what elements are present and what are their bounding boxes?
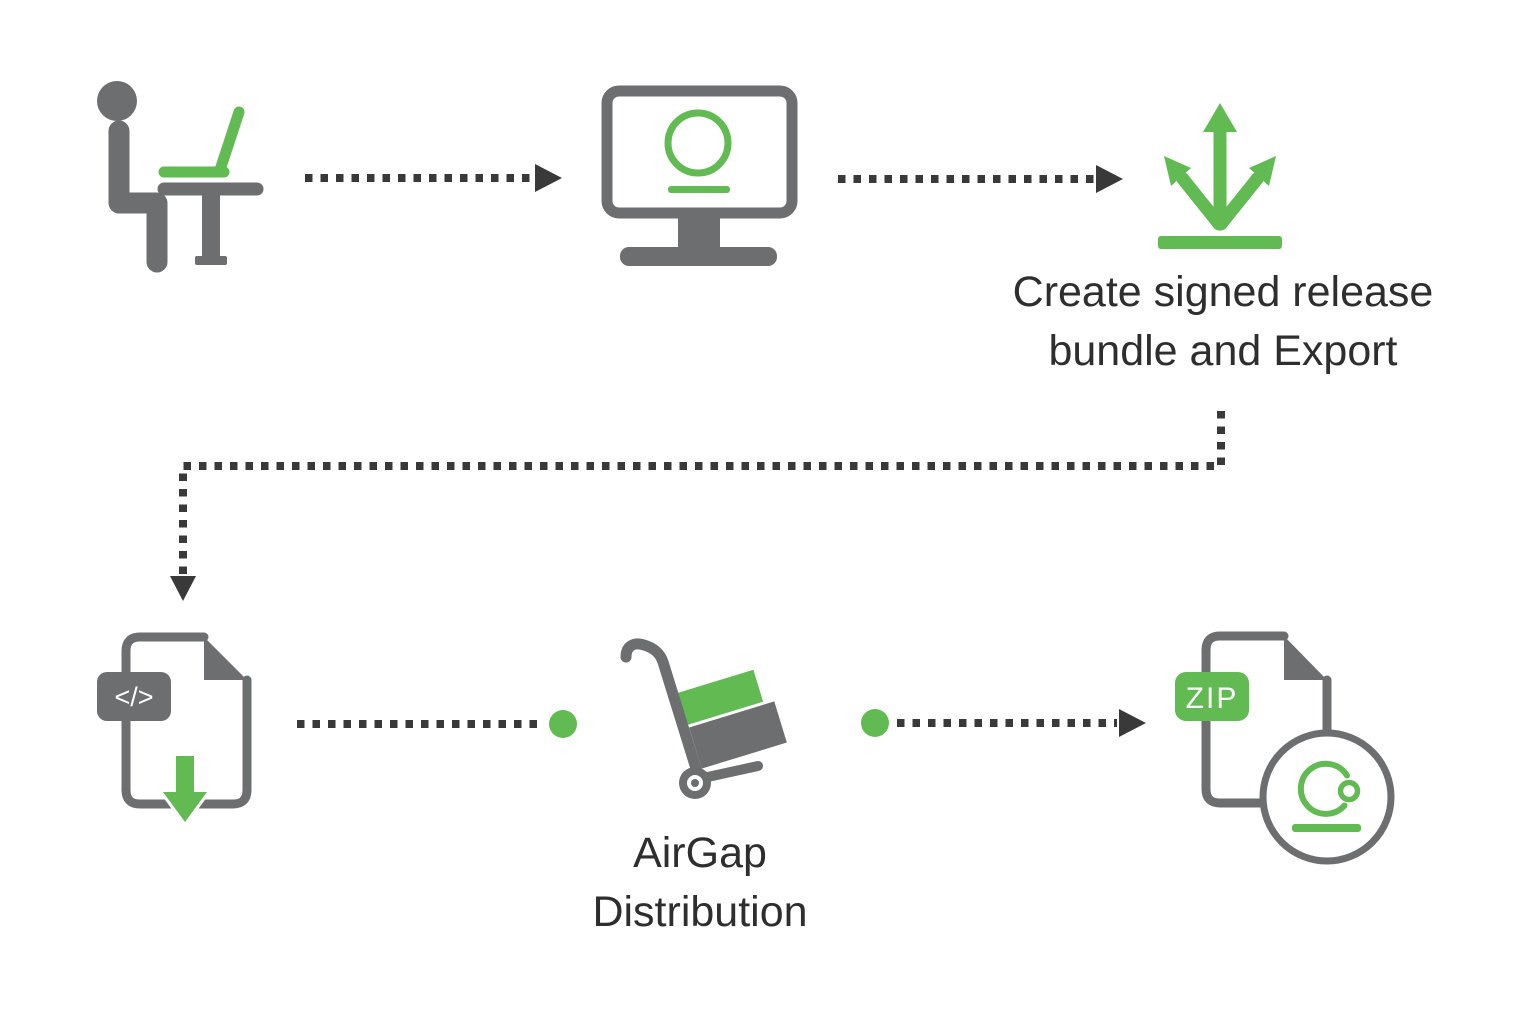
logo-circle [664, 109, 732, 177]
connector-airgap-to-zip [861, 709, 1146, 737]
zip-file-with-logo-icon: ZIP [1175, 631, 1395, 865]
arrowhead-icon [535, 164, 562, 192]
logo-underline [668, 186, 730, 193]
zip-fold-corner [1284, 636, 1327, 680]
person-head [97, 81, 137, 121]
seal-logo-underline [1292, 824, 1361, 832]
zip-badge [1175, 672, 1249, 721]
laptop-screen [214, 106, 245, 176]
connector-file-to-airgap [297, 710, 577, 738]
monitor-screen [601, 85, 798, 219]
seal-circle [1259, 729, 1395, 865]
code-file-download-icon: </> [97, 632, 252, 825]
monitor-with-logo-icon [601, 85, 798, 266]
code-badge [97, 672, 171, 721]
monitor-base [620, 247, 777, 266]
file-fold-corner [204, 637, 247, 680]
seal-logo-arc [1297, 760, 1350, 817]
connector-monitor-to-export [838, 165, 1123, 193]
desk-pedestal [202, 194, 220, 256]
seal-logo-dot [1337, 779, 1361, 803]
truck-base-plate [698, 761, 763, 783]
person-body [108, 120, 168, 273]
export-step-caption: Create signed release bundle and Export [1012, 268, 1434, 375]
export-arrows-icon [1158, 103, 1282, 249]
export-baseline [1158, 236, 1282, 249]
arrowhead-icon [1096, 165, 1123, 193]
connector-export-to-file [170, 411, 1225, 601]
monitor-stand [678, 212, 720, 250]
download-arrow-icon [160, 753, 210, 825]
arrowhead-icon [1119, 709, 1146, 737]
connector-person-to-monitor [305, 164, 562, 192]
hand-truck-icon [620, 638, 791, 799]
endpoint-dot [549, 710, 577, 738]
truck-handle [620, 638, 704, 781]
person-at-laptop-icon [97, 81, 264, 273]
startpoint-dot [861, 709, 889, 737]
arrowhead-icon [170, 576, 196, 601]
airgap-step-caption: AirGap Distribution [592, 829, 808, 936]
zip-badge-label: ZIP [1186, 682, 1239, 715]
desk-foot [195, 256, 227, 265]
code-badge-label: </> [114, 682, 153, 712]
truck-wheel-hub [691, 779, 699, 787]
